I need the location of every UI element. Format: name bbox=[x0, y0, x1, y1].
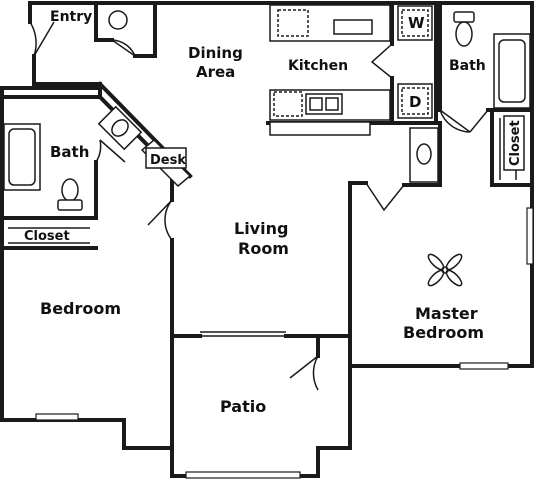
master-label-line2: Bedroom bbox=[403, 323, 484, 342]
windows bbox=[35, 207, 534, 479]
hall-sink-icon bbox=[416, 143, 432, 165]
patio-label: Patio bbox=[220, 397, 266, 416]
ceiling-fan-icon bbox=[427, 253, 463, 287]
bedroom-door[interactable] bbox=[147, 199, 173, 241]
kitchen-door-swing[interactable] bbox=[370, 43, 393, 79]
master-window-bottom bbox=[459, 362, 509, 370]
right-closet-box bbox=[490, 108, 534, 187]
patio-door[interactable] bbox=[289, 355, 319, 391]
hall-top bbox=[402, 121, 442, 187]
left-bath-label: Bath bbox=[50, 143, 89, 161]
fixtures bbox=[3, 4, 531, 287]
lower-cabinet-left bbox=[273, 91, 303, 117]
washer-label: W bbox=[408, 14, 425, 32]
desk-label-box: Desk bbox=[145, 147, 187, 169]
right-bath-door[interactable] bbox=[439, 109, 471, 133]
upper-cabinet-left bbox=[277, 9, 309, 37]
stove-icon bbox=[305, 93, 343, 115]
master-window-right bbox=[526, 207, 534, 265]
left-closet-label: Closet bbox=[24, 229, 70, 244]
dryer-box bbox=[397, 83, 433, 119]
entry-closet-wall bbox=[94, 1, 114, 42]
living-label-line1: Living bbox=[234, 219, 288, 238]
doors bbox=[8, 21, 517, 391]
entry-left-wall-lower bbox=[32, 54, 102, 86]
toilet-icon bbox=[453, 11, 475, 47]
bathtub-icon bbox=[3, 123, 41, 191]
desk-label: Desk bbox=[150, 153, 186, 168]
right-bath-door-arc bbox=[469, 109, 489, 133]
water-heater-icon bbox=[108, 10, 128, 30]
right-closet-label: Closet bbox=[508, 120, 523, 166]
entry-door-swing[interactable] bbox=[29, 21, 55, 57]
bedroom-window bbox=[35, 413, 79, 421]
washer-box bbox=[397, 5, 433, 41]
dining-label-line2: Area bbox=[196, 63, 235, 81]
entry-closet-right bbox=[133, 1, 157, 58]
bedroom-label: Bedroom bbox=[40, 299, 121, 318]
toilet-icon bbox=[57, 178, 83, 211]
entry-closet-door[interactable] bbox=[111, 39, 136, 57]
kitchen-bar bbox=[269, 121, 371, 136]
master-right-wall bbox=[506, 1, 534, 368]
right-closet-label-box: Closet bbox=[503, 115, 525, 171]
patio-opening bbox=[185, 471, 301, 479]
living-label-line2: Room bbox=[238, 239, 289, 258]
washer-dash bbox=[401, 9, 429, 37]
left-bath-door[interactable] bbox=[95, 139, 126, 163]
patio-bottom-right bbox=[298, 364, 352, 478]
kitchen-label: Kitchen bbox=[288, 58, 348, 74]
dryer-label: D bbox=[409, 93, 421, 111]
living-slider bbox=[200, 331, 286, 337]
left-outer-wall bbox=[0, 86, 188, 478]
sink-icon bbox=[97, 105, 143, 151]
left-closet-door[interactable] bbox=[8, 227, 90, 244]
bathtub-icon bbox=[493, 33, 531, 109]
sink-icon bbox=[333, 19, 373, 35]
dryer-dash bbox=[401, 87, 429, 115]
master-label-line1: Master bbox=[415, 304, 478, 323]
master-door[interactable] bbox=[365, 182, 405, 212]
room-labels: Entry Dining Area Kitchen W D Bath Bath … bbox=[24, 9, 525, 416]
dining-label-line1: Dining bbox=[188, 44, 243, 62]
right-bath-label: Bath bbox=[449, 58, 486, 74]
entry-label: Entry bbox=[50, 9, 92, 25]
